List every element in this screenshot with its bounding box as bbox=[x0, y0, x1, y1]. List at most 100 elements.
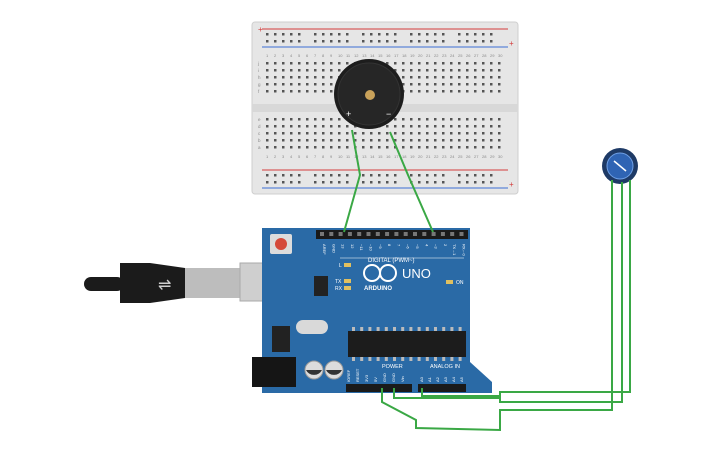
rail-hole bbox=[442, 33, 445, 36]
breadboard-hole bbox=[410, 90, 413, 93]
breadboard-hole bbox=[458, 118, 461, 121]
breadboard-hole bbox=[266, 62, 269, 65]
breadboard-hole bbox=[370, 139, 373, 142]
breadboard-hole bbox=[314, 118, 317, 121]
column-label: 15 bbox=[378, 53, 383, 58]
breadboard-hole bbox=[466, 62, 469, 65]
breadboard-hole bbox=[322, 146, 325, 149]
rail-hole bbox=[474, 174, 477, 177]
digital-pin[interactable] bbox=[375, 232, 380, 236]
breadboard-hole bbox=[474, 69, 477, 72]
rail-hole bbox=[346, 33, 349, 36]
breadboard-hole bbox=[418, 125, 421, 128]
digital-pin[interactable] bbox=[440, 232, 445, 236]
rail-hole bbox=[410, 40, 413, 43]
breadboard-hole bbox=[466, 146, 469, 149]
row-label: b bbox=[258, 138, 261, 143]
breadboard-hole bbox=[298, 76, 301, 79]
rail-hole bbox=[426, 33, 429, 36]
breadboard-hole bbox=[418, 62, 421, 65]
rail-hole bbox=[282, 40, 285, 43]
digital-pin[interactable] bbox=[320, 232, 324, 236]
breadboard-hole bbox=[298, 83, 301, 86]
breadboard-hole bbox=[426, 62, 429, 65]
breadboard-hole bbox=[274, 146, 277, 149]
chip-leg bbox=[401, 327, 405, 331]
column-label: 10 bbox=[338, 53, 343, 58]
digital-pin[interactable] bbox=[385, 232, 390, 236]
breadboard-hole bbox=[282, 118, 285, 121]
breadboard-hole bbox=[482, 69, 485, 72]
wire-pot-to-a0[interactable] bbox=[421, 180, 631, 397]
breadboard-hole bbox=[490, 118, 493, 121]
breadboard-hole bbox=[402, 69, 405, 72]
chip-leg bbox=[360, 327, 364, 331]
column-label: 10 bbox=[338, 154, 343, 159]
row-label: f bbox=[258, 89, 260, 94]
digital-pin[interactable] bbox=[347, 232, 352, 236]
chip-leg bbox=[376, 357, 380, 361]
chip-leg bbox=[352, 357, 355, 361]
digital-pin[interactable] bbox=[422, 232, 427, 236]
wire-pot-to-gnd[interactable] bbox=[393, 182, 623, 403]
piezo-buzzer[interactable]: + − bbox=[334, 59, 404, 129]
digital-pin[interactable] bbox=[413, 232, 417, 236]
digital-pin[interactable] bbox=[403, 232, 408, 236]
rail-hole bbox=[282, 181, 285, 184]
breadboard-hole bbox=[418, 132, 421, 135]
rail-hole bbox=[338, 40, 341, 43]
breadboard-hole bbox=[410, 69, 413, 72]
digital-pin[interactable] bbox=[338, 232, 343, 236]
breadboard-hole bbox=[458, 62, 461, 65]
breadboard-hole bbox=[450, 62, 453, 65]
rail-hole bbox=[482, 174, 485, 177]
rail-hole bbox=[362, 174, 365, 177]
chip-leg bbox=[352, 327, 355, 331]
power-jack bbox=[252, 357, 296, 387]
column-label: 14 bbox=[370, 154, 375, 159]
wire-buzzer-minus-to-pin3[interactable] bbox=[389, 131, 434, 233]
digital-pin[interactable] bbox=[450, 232, 455, 236]
breadboard-hole bbox=[330, 76, 333, 79]
rail-hole bbox=[490, 174, 493, 177]
digital-pin[interactable] bbox=[357, 232, 362, 236]
breadboard-hole bbox=[290, 83, 293, 86]
potentiometer[interactable] bbox=[602, 148, 638, 184]
digital-pin[interactable] bbox=[431, 232, 436, 236]
breadboard-hole bbox=[290, 90, 293, 93]
breadboard-hole bbox=[314, 90, 317, 93]
breadboard-hole bbox=[274, 62, 277, 65]
digital-pin[interactable] bbox=[459, 232, 464, 236]
rail-hole bbox=[282, 33, 285, 36]
rail-hole bbox=[314, 40, 317, 43]
breadboard-hole bbox=[330, 118, 333, 121]
digital-pin[interactable] bbox=[394, 232, 399, 236]
digital-pin[interactable] bbox=[366, 232, 371, 236]
breadboard-hole bbox=[498, 146, 501, 149]
usb-cable-strain bbox=[84, 277, 124, 291]
breadboard-hole bbox=[490, 62, 493, 65]
breadboard-hole bbox=[266, 132, 269, 135]
wire-buzzer-plus-to-gnd[interactable] bbox=[343, 129, 362, 233]
breadboard-hole bbox=[338, 118, 341, 121]
rail-hole bbox=[330, 40, 333, 43]
breadboard-hole bbox=[378, 139, 381, 142]
chip-leg bbox=[368, 357, 372, 361]
column-label: 26 bbox=[466, 154, 471, 159]
regulator bbox=[272, 326, 290, 352]
rail-hole bbox=[418, 181, 421, 184]
reset-button-cap bbox=[275, 238, 287, 250]
breadboard-hole bbox=[450, 132, 453, 135]
wire-pot-to-5v[interactable] bbox=[381, 180, 613, 432]
usb-plug-metal bbox=[185, 268, 241, 298]
capacitor-2-band bbox=[326, 370, 342, 375]
rail-hole bbox=[322, 40, 325, 43]
rail-hole bbox=[466, 181, 469, 184]
digital-pin[interactable] bbox=[329, 232, 334, 236]
breadboard-hole bbox=[282, 62, 285, 65]
rail-hole bbox=[378, 181, 381, 184]
arduino-brand: ARDUINO bbox=[364, 286, 392, 292]
chip-leg bbox=[376, 327, 380, 331]
column-label: 26 bbox=[466, 53, 471, 58]
